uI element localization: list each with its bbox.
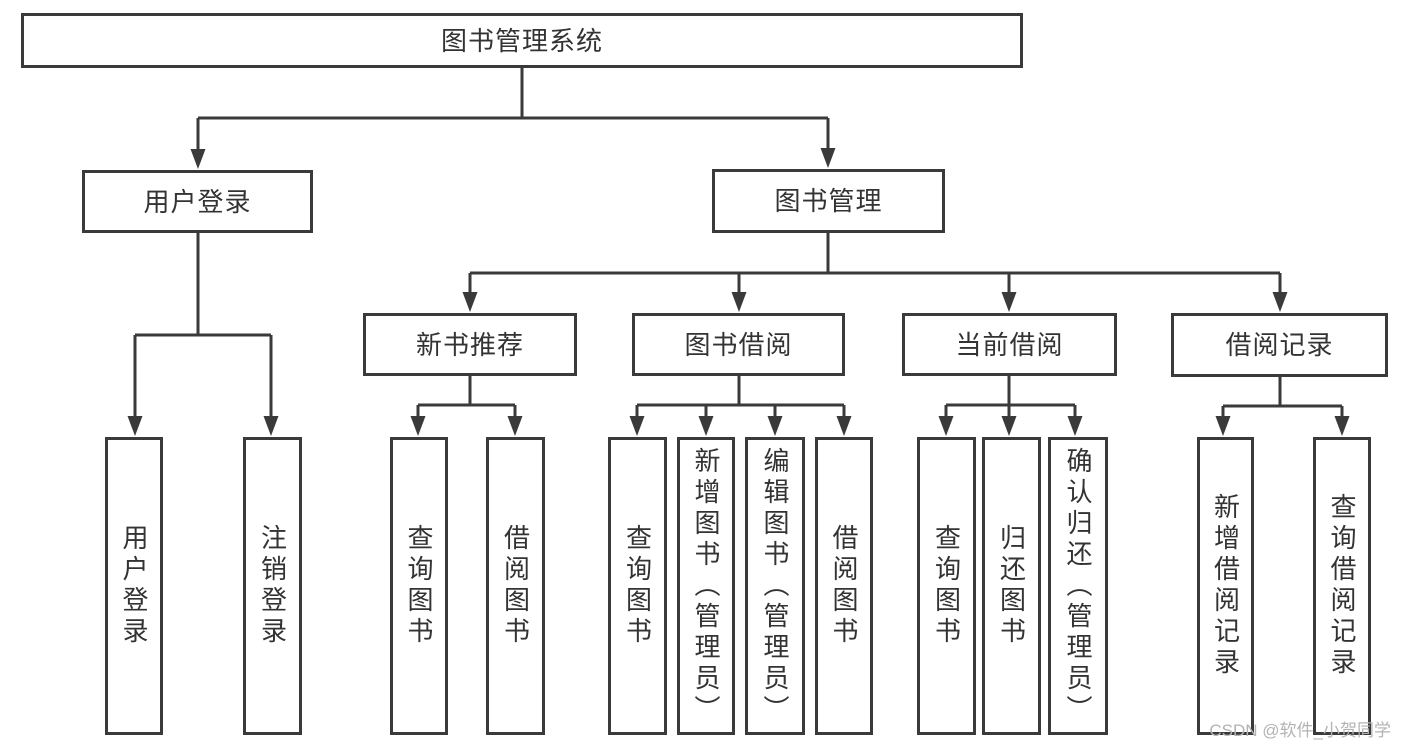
leaf-query-books-borrow: 查询图书 xyxy=(608,437,667,735)
node-borrow-records: 借阅记录 xyxy=(1171,313,1388,377)
node-new-book-recommend: 新书推荐 xyxy=(363,313,577,376)
node-label: 注销登录 xyxy=(257,524,288,648)
node-label: 用户登录 xyxy=(143,186,252,217)
leaf-borrow-books: 借阅图书 xyxy=(815,437,873,735)
leaf-query-borrow-record: 查询借阅记录 xyxy=(1313,437,1371,735)
leaf-query-books-current: 查询图书 xyxy=(917,437,976,735)
node-book-borrow: 图书借阅 xyxy=(632,313,845,376)
node-label: 图书管理系统 xyxy=(440,25,603,56)
node-library-management-system: 图书管理系统 xyxy=(21,13,1023,68)
node-label: 归还图书 xyxy=(996,524,1027,648)
leaf-user-login: 用户登录 xyxy=(105,437,163,735)
leaf-borrow-books-recommend: 借阅图书 xyxy=(486,437,545,735)
leaf-return-book: 归还图书 xyxy=(982,437,1041,735)
leaf-add-book-admin: 新增图书（管理员） xyxy=(677,437,735,735)
node-label: 借阅记录 xyxy=(1225,330,1334,360)
node-label: 图书借阅 xyxy=(684,329,793,360)
node-current-borrow: 当前借阅 xyxy=(902,313,1117,376)
node-label: 查询图书 xyxy=(931,524,962,648)
node-label: 查询借阅记录 xyxy=(1327,493,1357,679)
node-label: 确认归还（管理员） xyxy=(1063,446,1093,726)
arrowheads xyxy=(127,148,1350,436)
node-label: 图书管理 xyxy=(774,186,883,216)
node-label: 查询图书 xyxy=(404,524,434,648)
leaf-query-books-recommend: 查询图书 xyxy=(390,437,448,735)
node-label: 查询图书 xyxy=(622,524,653,648)
node-label: 用户登录 xyxy=(119,524,149,648)
node-label: 借阅图书 xyxy=(500,524,531,648)
node-label: 新增借阅记录 xyxy=(1210,493,1241,679)
csdn-watermark: CSDN @软件_小贺同学 xyxy=(1209,721,1391,740)
node-label: 新书推荐 xyxy=(415,329,524,360)
leaf-add-borrow-record: 新增借阅记录 xyxy=(1197,437,1254,735)
node-label: 当前借阅 xyxy=(955,329,1064,360)
node-label: 新增图书（管理员） xyxy=(691,446,721,726)
leaf-edit-book-admin: 编辑图书（管理员） xyxy=(745,437,805,735)
node-user-login: 用户登录 xyxy=(82,170,313,233)
node-label: 借阅图书 xyxy=(829,524,859,648)
leaf-logout: 注销登录 xyxy=(243,437,302,735)
node-book-management: 图书管理 xyxy=(712,169,945,233)
leaf-confirm-return-admin: 确认归还（管理员） xyxy=(1048,437,1108,735)
node-label: 编辑图书（管理员） xyxy=(760,446,790,726)
